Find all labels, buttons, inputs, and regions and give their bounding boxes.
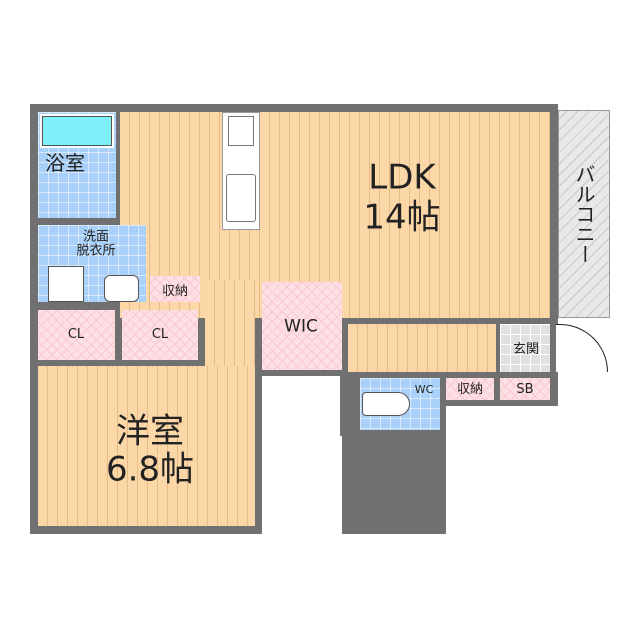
bathtub (40, 114, 114, 148)
closet-2-label: CL (151, 326, 169, 342)
cutout (262, 376, 342, 536)
wc-label: WC (414, 382, 434, 396)
toilet (362, 392, 410, 416)
western-name-label: 洋室 (116, 411, 184, 452)
closet-1-label: CL (67, 326, 85, 342)
storage-small-label: 収納 (161, 283, 189, 299)
corridor (348, 324, 496, 372)
shoebox (500, 378, 550, 400)
shoebox-label: SB (516, 381, 534, 397)
storage-2 (446, 378, 494, 400)
wic-label: WIC (284, 316, 318, 337)
storage-2-label: 収納 (456, 381, 484, 397)
bath-label: 浴室 (45, 151, 85, 175)
closet-1 (38, 310, 115, 360)
ldk-size-label: 14帖 (363, 197, 441, 238)
western-room (38, 366, 255, 526)
washroom-label: 洗面 脱衣所 (76, 229, 116, 259)
western-size-label: 6.8帖 (105, 449, 195, 490)
kitchen-sink (226, 174, 256, 222)
entrance-door[interactable] (556, 324, 608, 372)
wic-room (262, 282, 342, 370)
ldk-name-label: LDK (368, 157, 436, 198)
storage-small (150, 276, 200, 302)
balcony (558, 110, 610, 318)
balcony-label: バルコニー (572, 164, 596, 264)
closet-2 (122, 310, 198, 360)
washing-machine (48, 266, 84, 302)
stove-icon (228, 116, 254, 146)
entrance-label: 玄関 (512, 341, 540, 357)
cutout (446, 404, 558, 536)
entrance (500, 324, 550, 372)
sink (104, 275, 139, 302)
